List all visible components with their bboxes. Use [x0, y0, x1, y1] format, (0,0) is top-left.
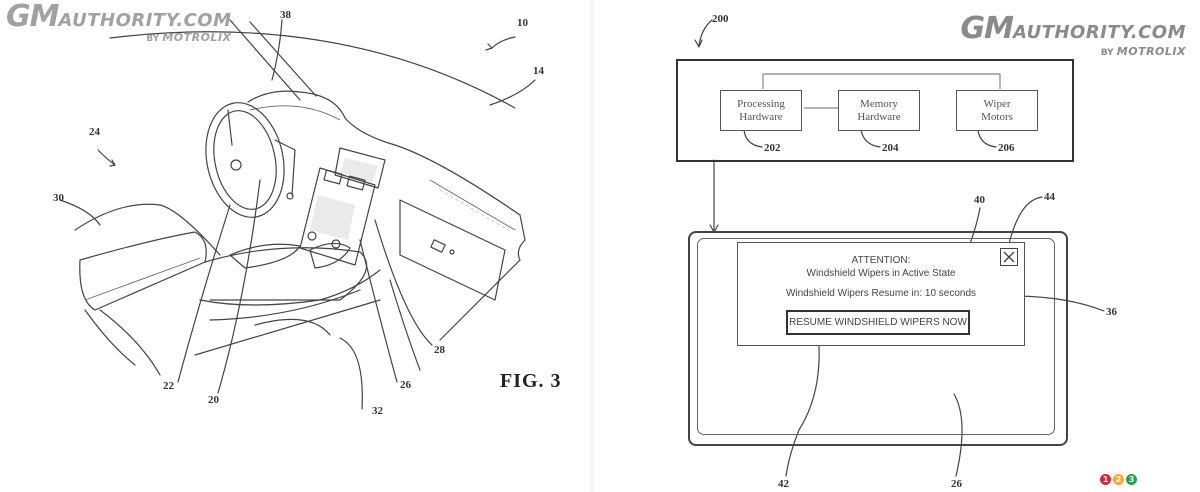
countdown-value: 10 seconds: [924, 288, 977, 299]
ref-14: 14: [533, 65, 545, 77]
resume-label: Windshield Wipers Resume in:: [785, 288, 923, 299]
resume-wipers-now-button[interactable]: RESUME WINDSHIELD WIPERS NOW: [786, 310, 970, 335]
logo-byline: BY MOTROLIX: [146, 31, 232, 44]
logo-gm-text: GM: [960, 11, 1013, 46]
vehicle-interior-drawing: 38 10 14 24 30 22 20 32 26 28 FIG. 3: [53, 9, 562, 417]
watermark-logo-right: GMAUTHORITY.COM BY MOTROLIX: [960, 11, 1186, 58]
logo-authority-text: AUTHORITY.COM: [58, 10, 232, 31]
figure-label: FIG. 3: [500, 370, 562, 392]
system-200-box: [676, 59, 1074, 162]
bus-line: [762, 73, 1001, 89]
center-stack: [299, 167, 376, 266]
badge-2: 2: [1113, 474, 1124, 485]
ref-28: 28: [434, 344, 446, 356]
windshield-edge: [109, 31, 516, 109]
watermark-logo-left: GMAUTHORITY.COM BY MOTROLIX: [6, 0, 232, 44]
system-diagram-panel: 200 202 204 206 40 44 36 42 26 Proce: [594, 0, 1200, 492]
armrest: [79, 231, 207, 311]
close-popup-button[interactable]: [1000, 248, 1018, 266]
vehicle-display: [688, 231, 1068, 446]
close-icon: [1003, 251, 1015, 263]
infotainment-screen: [334, 147, 386, 189]
ref-200: 200: [712, 13, 729, 25]
logo-gm-text: GM: [6, 0, 59, 34]
panel-divider: [590, 0, 594, 492]
ref-24: 24: [89, 126, 101, 138]
fig3-panel: 38 10 14 24 30 22 20 32 26 28 FIG. 3 GMA…: [0, 0, 590, 492]
popup-title: ATTENTION:: [851, 255, 911, 266]
badge-1: 1: [1100, 474, 1111, 485]
ref-20: 20: [208, 394, 220, 406]
system-diagram-lines: 200 202 204 206 40 44 36 42 26: [694, 13, 1118, 490]
ref-40: 40: [974, 194, 986, 206]
ref-44: 44: [1044, 191, 1056, 203]
logo-byline: BY MOTROLIX: [1100, 45, 1186, 58]
ref-206: 206: [998, 142, 1015, 154]
ref-202: 202: [764, 142, 781, 154]
popup-countdown-line: Windshield Wipers Resume in: 10 seconds: [738, 288, 1024, 299]
badge-3: 3: [1126, 474, 1137, 485]
ref-26: 26: [400, 379, 412, 391]
popup-subtitle: Windshield Wipers in Active State: [806, 268, 956, 279]
logo-authority-text: AUTHORITY.COM: [1012, 22, 1186, 43]
steering-wheel: [205, 102, 285, 218]
dashboard-contour: [247, 90, 526, 341]
seat-edge: [74, 203, 221, 256]
ref-32: 32: [372, 405, 384, 417]
glovebox: [399, 199, 506, 301]
ref-42: 42: [778, 478, 790, 490]
ref-10: 10: [517, 17, 529, 29]
ref-30: 30: [53, 192, 65, 204]
ref-26-display: 26: [951, 478, 963, 490]
ref-36: 36: [1106, 306, 1118, 318]
ref-38: 38: [280, 9, 292, 21]
display-screen: [697, 238, 1055, 435]
ref-204: 204: [882, 142, 899, 154]
ref-22: 22: [163, 380, 175, 392]
